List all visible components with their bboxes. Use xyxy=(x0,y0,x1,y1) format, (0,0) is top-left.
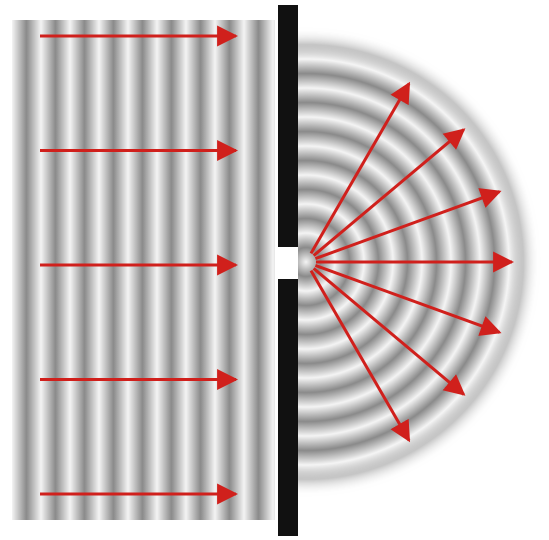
plane-wave-region xyxy=(12,20,275,520)
slit xyxy=(278,247,298,279)
barrier-upper xyxy=(278,5,298,247)
barrier-lower xyxy=(278,279,298,536)
